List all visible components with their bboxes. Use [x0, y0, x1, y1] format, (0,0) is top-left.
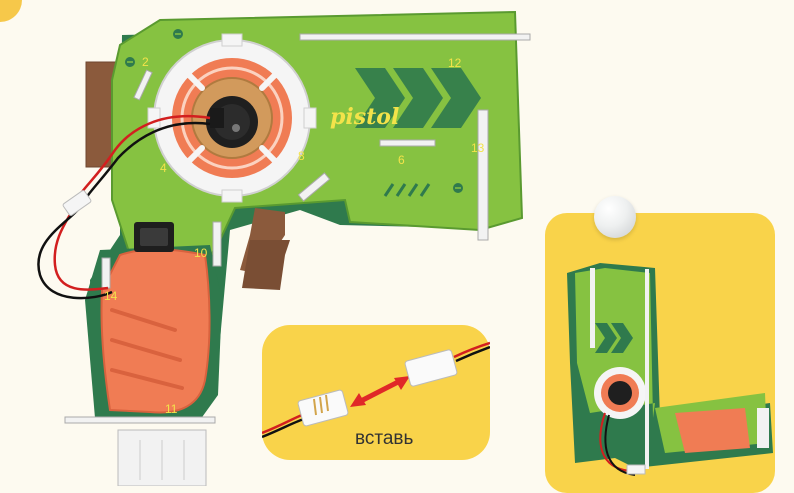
part-number-13: 13 — [471, 141, 485, 155]
part-number-4: 4 — [160, 161, 167, 175]
pistol-logo-text: pistol — [330, 104, 399, 130]
part-number-14: 14 — [104, 289, 118, 303]
connector-caption: вставь — [355, 428, 413, 450]
part-number-10: 10 — [194, 246, 208, 260]
orange-handle — [101, 249, 209, 412]
part-number-12: 12 — [448, 56, 462, 70]
part-number-6: 6 — [398, 153, 405, 167]
assembled-pistol-thumbnail — [545, 213, 775, 493]
part-number-2: 2 — [142, 55, 149, 69]
inset-assembly-panel — [545, 213, 775, 493]
ball-bead — [594, 196, 636, 238]
part-number-11: 11 — [165, 402, 178, 416]
part-number-8: 8 — [298, 149, 305, 163]
wood-trigger-block-2 — [242, 240, 290, 290]
